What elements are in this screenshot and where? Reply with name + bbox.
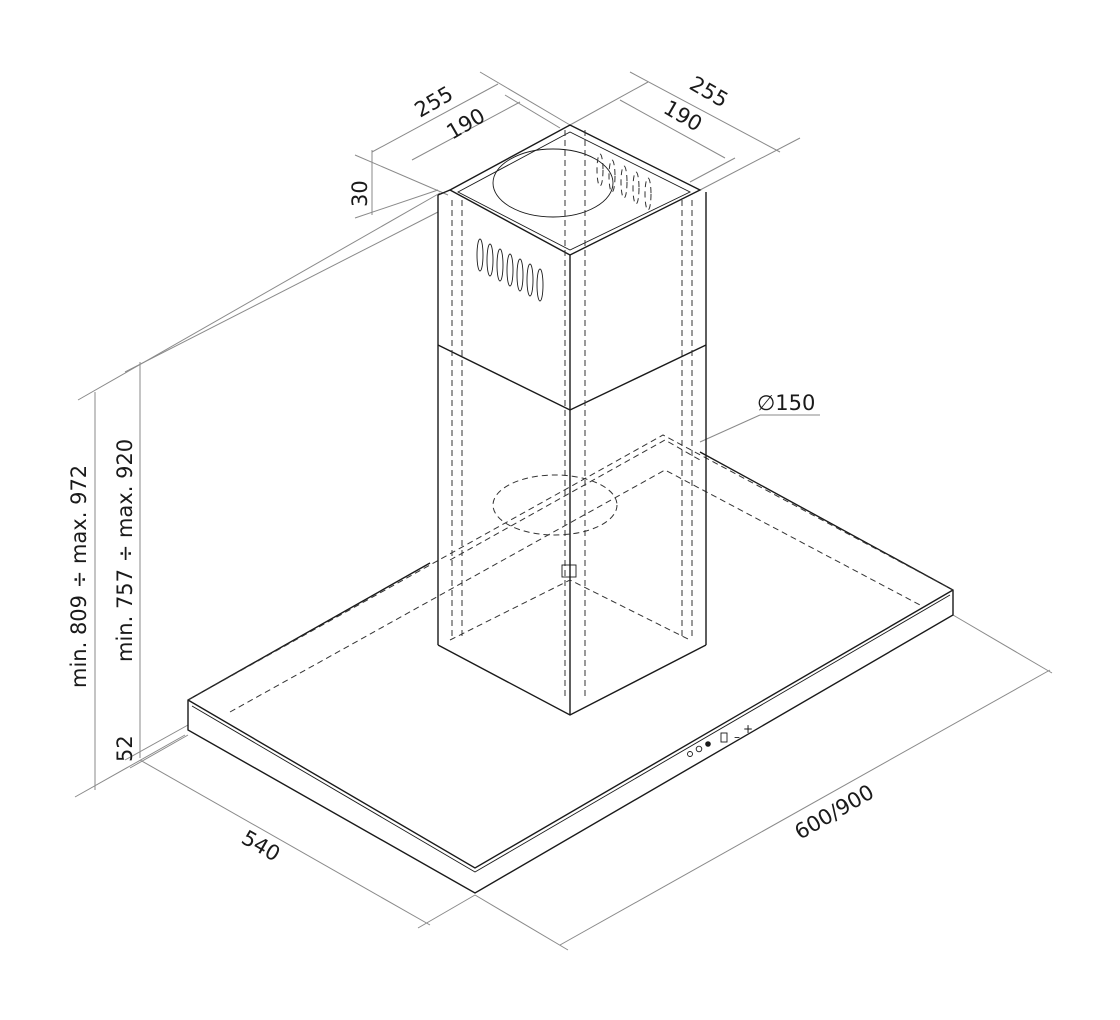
dim-chimney-height: min. 757 ÷ max. 920 [113,439,137,662]
hood-canopy [187,434,954,894]
dim-540: 540 [238,826,285,867]
ventilation-slots [476,153,652,302]
duct-opening [492,148,614,218]
dim-255-right: 255 [686,72,733,113]
dimension-lines [74,71,1053,951]
control-panel: – + [687,722,753,757]
mounting-bracket [561,564,577,578]
dim-30: 30 [348,180,372,207]
dim-600-900: 600/900 [791,780,879,844]
display-icon [720,732,728,743]
dim-255-left: 255 [411,81,458,122]
dim-52: 52 [113,735,137,762]
dim-diameter-150: ∅150 [757,391,815,415]
duct-outlet-hidden [492,474,618,536]
dim-total-height: min. 809 ÷ max. 972 [67,465,91,688]
minus-button[interactable]: – [734,730,740,744]
dim-190-right: 190 [660,96,707,137]
control-button[interactable] [695,745,703,753]
dimension-labels: 255 190 255 190 30 ∅150 min. 809 ÷ max. … [67,72,878,867]
chimney [437,124,707,716]
control-button[interactable] [687,751,693,757]
plus-button[interactable]: + [743,722,753,736]
control-button[interactable] [705,741,711,747]
